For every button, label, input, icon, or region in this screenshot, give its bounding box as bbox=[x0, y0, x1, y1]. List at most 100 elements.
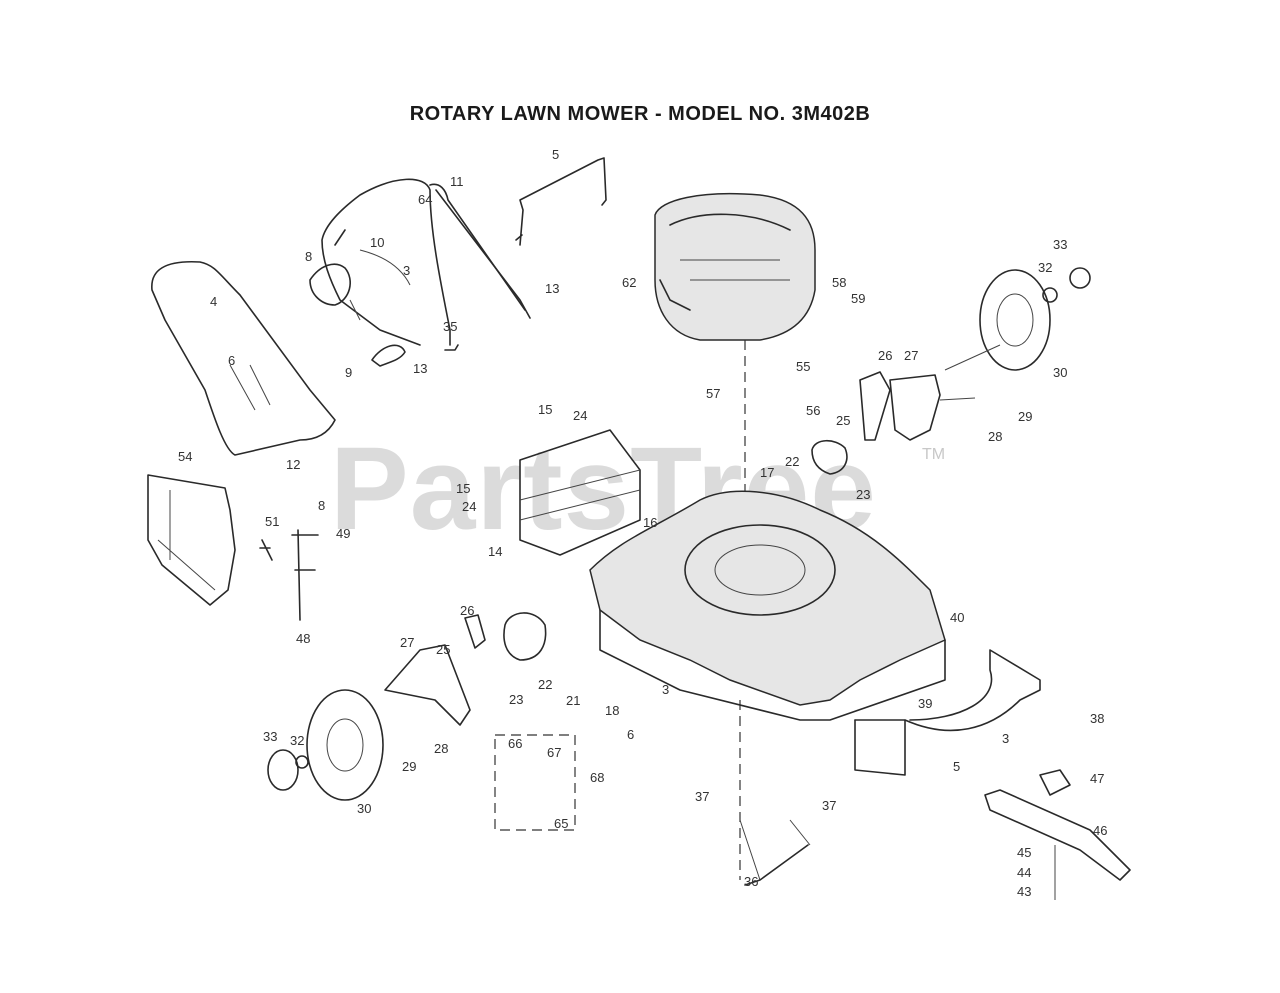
callout-3: 3 bbox=[1002, 731, 1010, 746]
bolt-49 bbox=[291, 529, 319, 621]
callout-37: 37 bbox=[822, 798, 837, 813]
callout-54: 54 bbox=[178, 449, 193, 464]
callout-13: 13 bbox=[413, 361, 428, 376]
callout-45: 45 bbox=[1017, 845, 1032, 860]
callout-13: 13 bbox=[545, 281, 560, 296]
deck-dome bbox=[684, 524, 836, 616]
hub-22 bbox=[811, 439, 848, 475]
callout-17: 17 bbox=[760, 465, 775, 480]
callout-5: 5 bbox=[552, 147, 560, 162]
left-height-adjuster bbox=[384, 644, 471, 726]
adjuster-handle-left bbox=[464, 614, 486, 649]
callout-6: 6 bbox=[228, 353, 236, 368]
callout-48: 48 bbox=[296, 631, 311, 646]
spring bbox=[259, 539, 273, 561]
control-bar bbox=[515, 157, 607, 246]
right-height-adjuster bbox=[859, 371, 891, 441]
right-rear-wheel bbox=[979, 269, 1051, 371]
cutting-blade bbox=[984, 789, 1131, 881]
callout-22: 22 bbox=[538, 677, 553, 692]
diagram-title: ROTARY LAWN MOWER - MODEL NO. 3M402B bbox=[409, 103, 871, 125]
trademark-mark: TM bbox=[922, 446, 946, 463]
callout-40: 40 bbox=[950, 610, 965, 625]
rear-flap bbox=[151, 260, 336, 456]
callout-26: 26 bbox=[460, 603, 475, 618]
callout-44: 44 bbox=[1017, 865, 1032, 880]
callout-4: 4 bbox=[210, 294, 218, 309]
callout-14: 14 bbox=[488, 544, 503, 559]
callout-5: 5 bbox=[953, 759, 961, 774]
callout-33: 33 bbox=[1053, 237, 1068, 252]
callout-11: 11 bbox=[450, 174, 464, 189]
callout-10: 10 bbox=[370, 235, 385, 250]
cable-clip bbox=[371, 344, 406, 367]
callout-28: 28 bbox=[988, 429, 1003, 444]
callout-66: 66 bbox=[508, 736, 523, 751]
callout-37: 37 bbox=[695, 789, 710, 804]
callout-3: 3 bbox=[662, 682, 670, 697]
grass-bag-frame bbox=[147, 474, 236, 606]
callout-68: 68 bbox=[590, 770, 605, 785]
callout-3: 3 bbox=[403, 263, 411, 278]
callout-25: 25 bbox=[436, 642, 451, 657]
callout-33: 33 bbox=[263, 729, 278, 744]
mower-deck bbox=[589, 490, 946, 706]
callout-16: 16 bbox=[643, 515, 658, 530]
callout-59: 59 bbox=[851, 291, 866, 306]
callout-24: 24 bbox=[573, 408, 588, 423]
callout-43: 43 bbox=[1017, 884, 1032, 899]
callout-6: 6 bbox=[627, 727, 635, 742]
callout-32: 32 bbox=[290, 733, 305, 748]
callout-64: 64 bbox=[418, 192, 433, 207]
callout-29: 29 bbox=[1018, 409, 1033, 424]
blade-adapter bbox=[1039, 769, 1071, 796]
callout-62: 62 bbox=[622, 275, 637, 290]
callout-22: 22 bbox=[785, 454, 800, 469]
callout-25: 25 bbox=[836, 413, 851, 428]
callout-47: 47 bbox=[1090, 771, 1105, 786]
hub-22-left bbox=[503, 612, 547, 661]
callout-56: 56 bbox=[806, 403, 821, 418]
bolts-37 bbox=[739, 819, 811, 881]
callout-55: 55 bbox=[796, 359, 811, 374]
rear-axle bbox=[519, 429, 641, 556]
callout-18: 18 bbox=[605, 703, 620, 718]
callout-39: 39 bbox=[918, 696, 933, 711]
callout-51: 51 bbox=[265, 514, 280, 529]
left-front-wheel bbox=[306, 689, 384, 801]
callout-38: 38 bbox=[1090, 711, 1105, 726]
upper-handle bbox=[321, 178, 531, 351]
engine bbox=[654, 192, 816, 341]
callout-58: 58 bbox=[832, 275, 847, 290]
callout-15: 15 bbox=[456, 481, 471, 496]
callout-67: 67 bbox=[547, 745, 562, 760]
callout-23: 23 bbox=[509, 692, 524, 707]
callout-23: 23 bbox=[856, 487, 871, 502]
callout-8: 8 bbox=[318, 498, 326, 513]
callout-32: 32 bbox=[1038, 260, 1053, 275]
callout-49: 49 bbox=[336, 526, 351, 541]
handle-bracket bbox=[309, 263, 351, 306]
callout-46: 46 bbox=[1093, 823, 1108, 838]
callout-27: 27 bbox=[400, 635, 415, 650]
callout-15: 15 bbox=[538, 402, 553, 417]
callout-21: 21 bbox=[566, 693, 581, 708]
mulch-kit-outline bbox=[494, 734, 576, 831]
callout-9: 9 bbox=[345, 365, 353, 380]
callout-12: 12 bbox=[286, 457, 301, 472]
callout-26: 26 bbox=[878, 348, 893, 363]
callout-27: 27 bbox=[904, 348, 919, 363]
callout-24: 24 bbox=[462, 499, 477, 514]
callout-30: 30 bbox=[1053, 365, 1068, 380]
callout-8: 8 bbox=[305, 249, 313, 264]
callout-30: 30 bbox=[357, 801, 372, 816]
callout-29: 29 bbox=[402, 759, 417, 774]
callout-35: 35 bbox=[443, 319, 458, 334]
discharge-chute bbox=[854, 649, 1041, 732]
callout-57: 57 bbox=[706, 386, 721, 401]
callout-36: 36 bbox=[744, 874, 759, 889]
callout-28: 28 bbox=[434, 741, 449, 756]
callout-65: 65 bbox=[554, 816, 569, 831]
